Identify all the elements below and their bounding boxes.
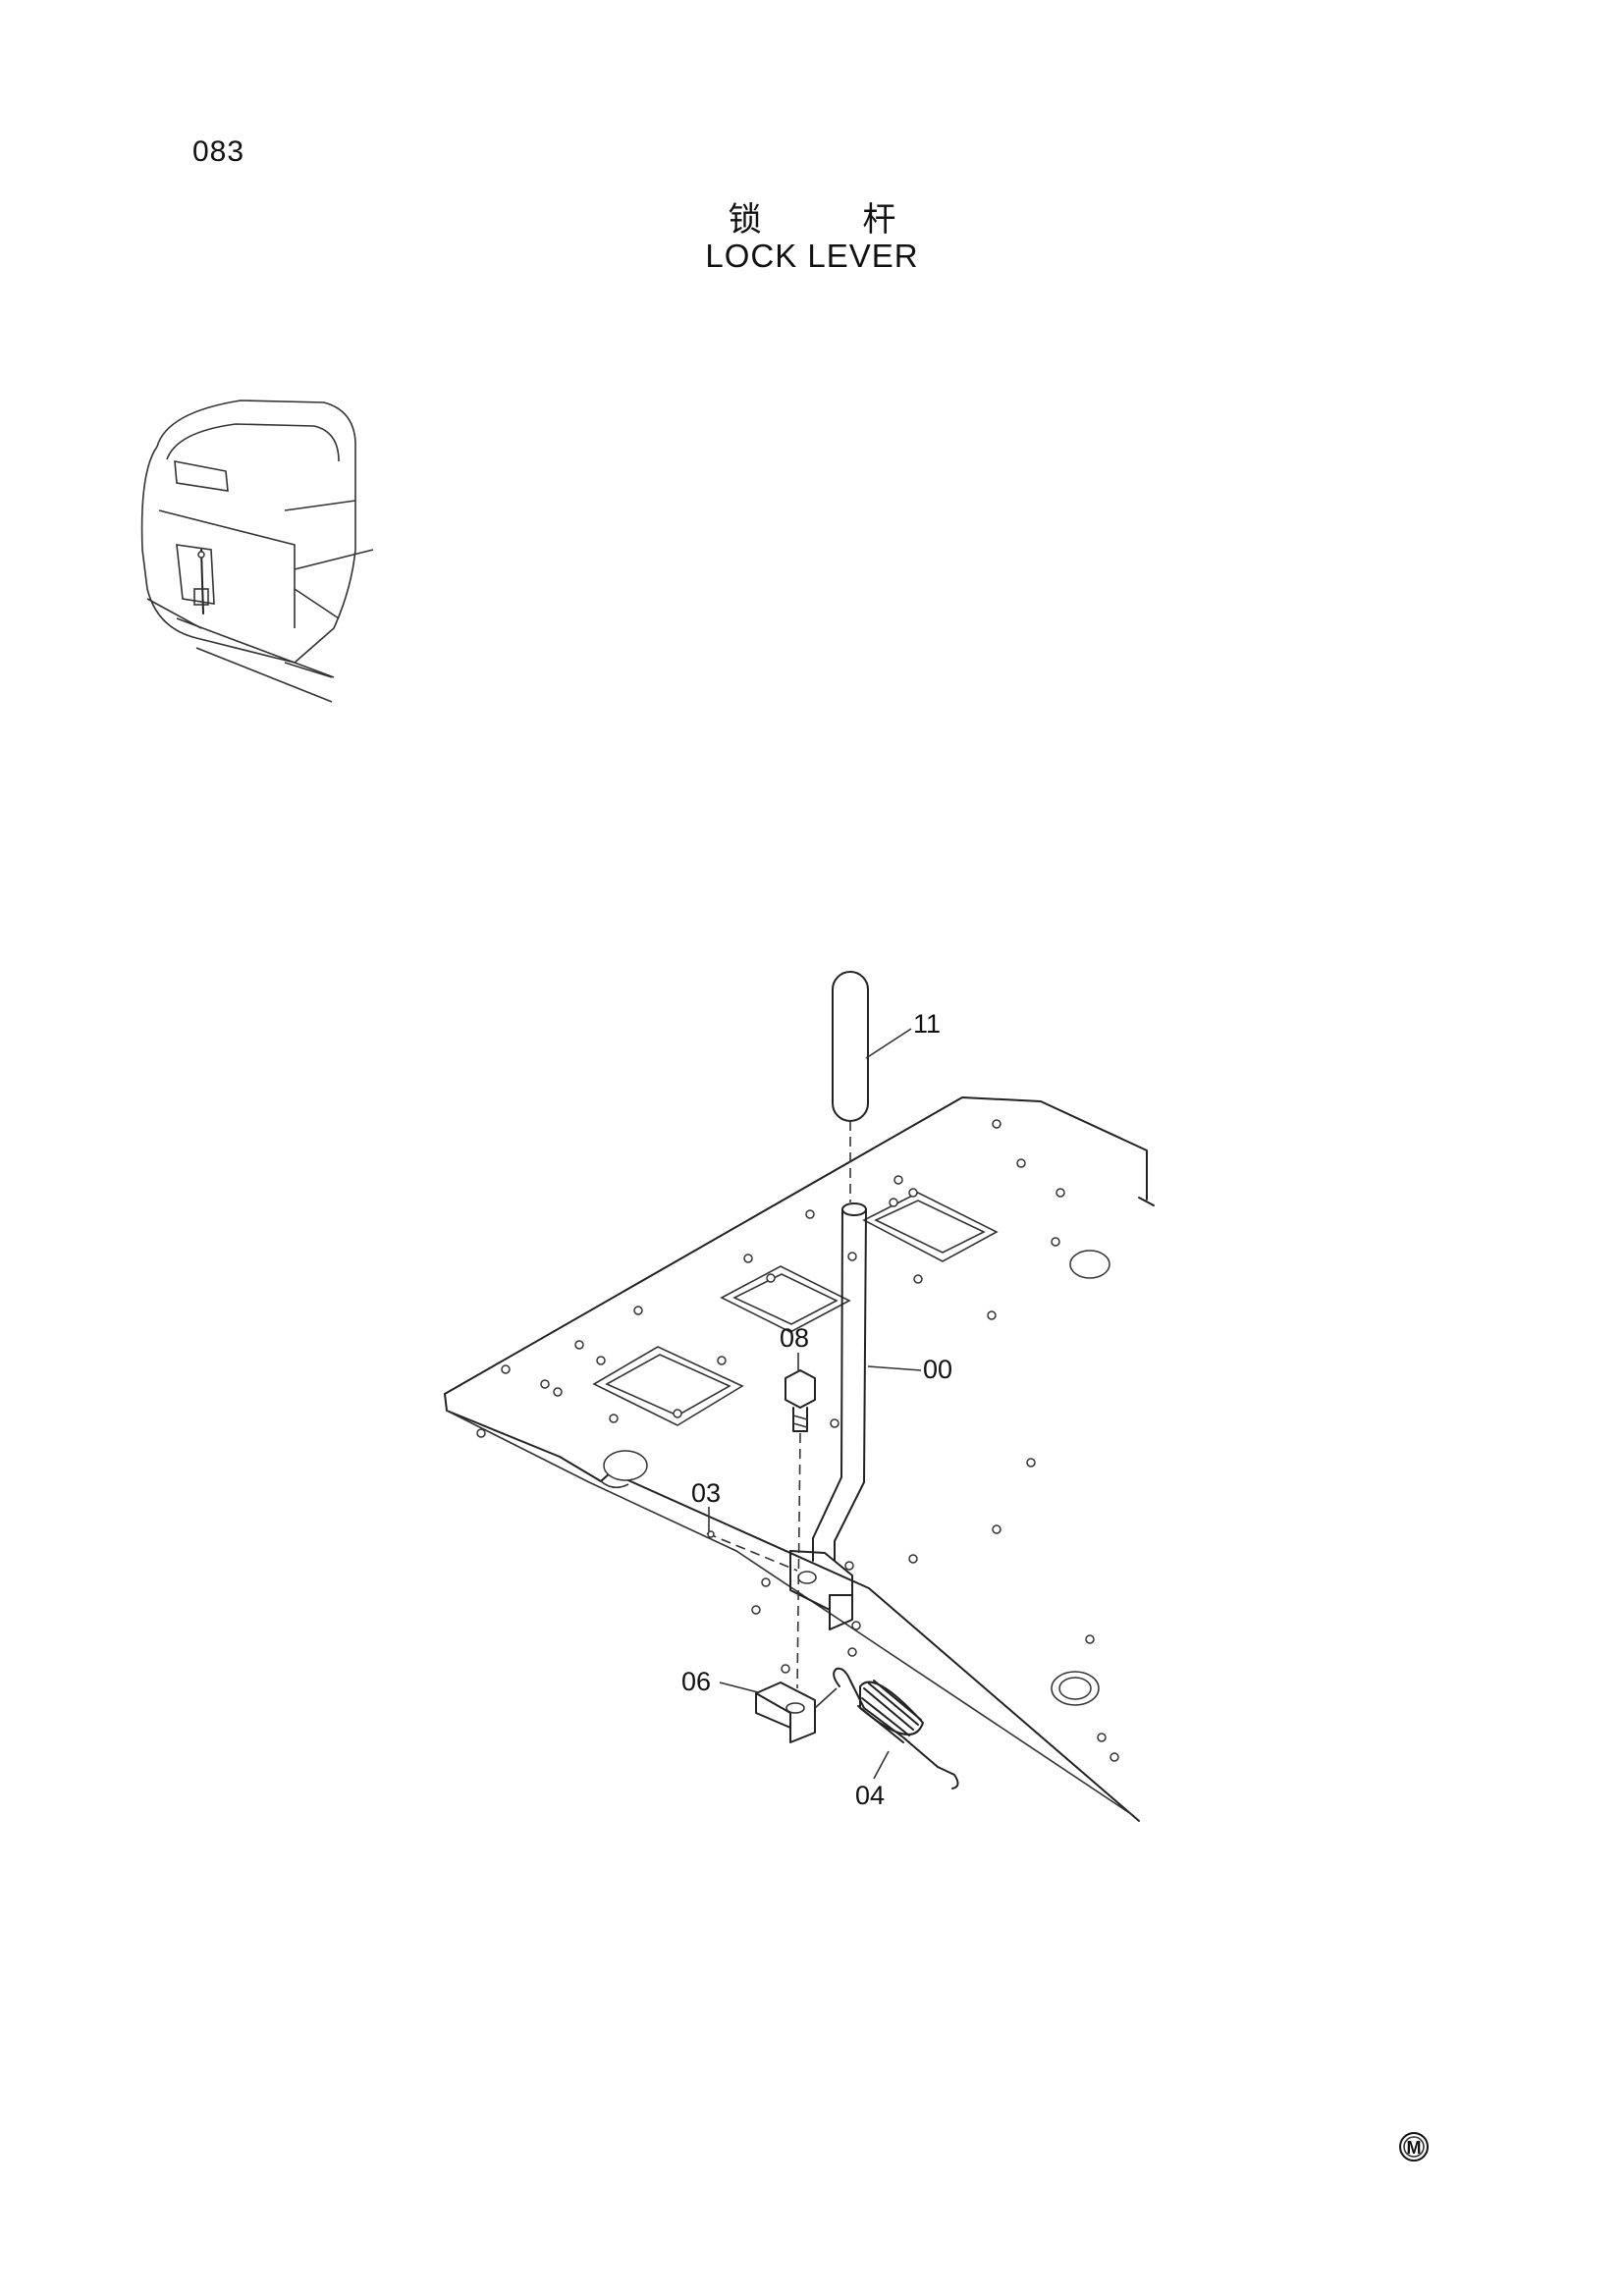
cab-location-thumbnail <box>140 400 374 703</box>
plate-holes <box>476 1119 1119 1762</box>
title-chinese: 锁 杆 <box>728 200 942 240</box>
spring <box>814 1667 959 1789</box>
lever-grip <box>832 971 869 1202</box>
pin <box>706 1530 798 1572</box>
callout-04: 04 <box>855 1781 885 1810</box>
title-english: LOCK LEVER <box>705 238 919 274</box>
callout-leaders <box>708 1028 922 1780</box>
callout-08: 08 <box>780 1323 809 1353</box>
callout-00: 00 <box>923 1355 952 1384</box>
bolt <box>785 1369 816 1689</box>
corner-mark-symbol: M <box>1407 2138 1422 2158</box>
callout-06: 06 <box>681 1667 711 1696</box>
floor-plate <box>444 1096 1155 1822</box>
callout-11: 11 <box>913 1009 941 1039</box>
lock-lever <box>789 1202 867 1630</box>
corner-mark: M <box>1399 2132 1429 2162</box>
callout-03: 03 <box>691 1478 721 1508</box>
page-number: 083 <box>192 135 245 168</box>
bracket <box>755 1682 816 1743</box>
